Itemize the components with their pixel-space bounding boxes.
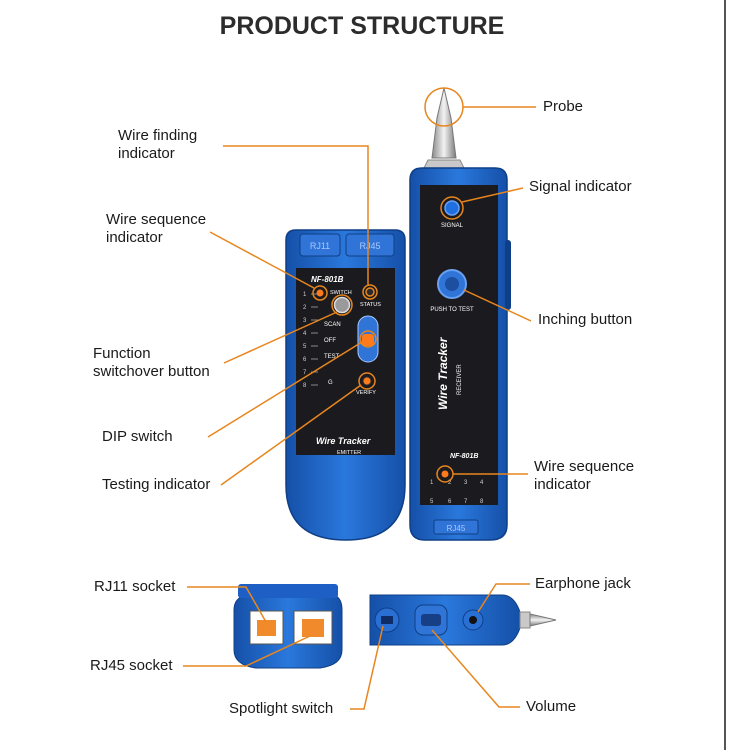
function-switch-line2: switchover button [93,363,210,380]
page-title: PRODUCT STRUCTURE [219,12,505,40]
emitter-rj11-text: RJ11 [310,241,330,251]
emitter-rj11-port [299,233,341,257]
earphone-jack-closeup [469,616,477,624]
emitter-rj45-port [345,233,395,257]
emitter-status-text: STATUS [360,302,381,308]
dip-switch-marker [359,330,377,348]
emitter-scan-text: SCAN [324,322,341,328]
receiver-pin-7: 7 [464,499,468,505]
receiver-device: SIGNAL PUSH TO TEST Wire Tracker RECEIVE… [409,87,511,541]
receiver-role-text: RECEIVER [457,364,463,395]
emitter-testing-led [362,376,372,386]
wire-sequence-left-line2: indicator [106,229,163,246]
sockets-closeup [233,584,343,669]
leader-lines [183,87,536,710]
emitter-switch-text: SWITCH [330,290,352,296]
probe-label: Probe [543,98,584,115]
function-button-marker [331,294,353,316]
emitter-brand-text: Wire Tracker [316,436,371,446]
wire-finding-label-line2: indicator [118,145,175,162]
receiver-pin-6: 6 [448,499,452,505]
emitter-model-text: NF-801B [311,275,344,284]
wire-finding-indicator-label: Wire finding indicator [118,127,197,163]
emitter-rj45-text: RJ45 [359,241,380,251]
rj45-socket-label: RJ45 socket [90,657,173,674]
receiver-probe-tip [431,87,457,159]
emitter-pin-5: 5 [303,344,307,350]
earphone-jack-label: Earphone jack [535,575,631,592]
receiver-pin-8: 8 [480,499,484,505]
wire-finding-label-line1: Wire finding [118,127,198,144]
wire-finding-marker [362,284,378,300]
dip-switch-label: DIP switch [102,428,173,445]
receiver-push-text: PUSH TO TEST [430,307,474,313]
emitter-switch-button[interactable] [333,296,351,314]
emitter-off-text: OFF [324,338,336,344]
receiver-pin-numbers: 1 2 3 4 5 6 7 8 [430,480,484,505]
wire-sequence-left-marker [312,285,328,301]
wire-sequence-left-line1: Wire sequence [106,211,207,228]
receiver-pin-2: 2 [448,480,452,486]
receiver-signal-led [444,200,460,216]
emitter-face [296,268,395,455]
emitter-pin-8: 8 [303,383,307,389]
emitter-pin-1: 1 [303,292,307,298]
emitter-pin-7: 7 [303,370,307,376]
rj11-socket-label: RJ11 socket [94,578,176,595]
wire-sequence-right-line2: indicator [534,476,591,493]
receiver-port-text: RJ45 [447,524,466,533]
emitter-pin-6: 6 [303,357,307,363]
testing-marker [358,372,376,390]
receiver-signal-text: SIGNAL [441,223,464,229]
receiver-pin-1: 1 [430,480,434,486]
emitter-slide-knob[interactable] [362,334,374,346]
right-border-line [724,0,726,750]
inching-button-label: Inching button [538,311,633,328]
signal-indicator-label: Signal indicator [529,178,632,195]
receiver-wire-sequence-led [441,470,449,478]
receiver-brand-text: Wire Tracker [436,336,450,410]
receiver-face [420,185,498,505]
function-switch-line1: Function [93,345,151,362]
emitter-device: RJ11 RJ45 NF-801B SWITCH STATUS 1 2 3 4 … [285,229,406,541]
emitter-role-text: EMITTER [337,450,361,456]
emitter-wire-sequence-led [316,289,324,297]
spotlight-switch-closeup [381,616,393,624]
emitter-status-led [365,287,375,297]
closeup-probe-tip [529,613,557,627]
emitter-verify-text: VERIFY [356,390,376,396]
emitter-pin-3: 3 [303,318,307,324]
receiver-pin-3: 3 [464,480,468,486]
receiver-pin-5: 5 [430,499,434,505]
emitter-pin-2: 2 [303,305,307,311]
emitter-pin-numbers: 1 2 3 4 5 6 7 8 [303,292,307,389]
receiver-pin-4: 4 [480,480,484,486]
spotlight-switch-label: Spotlight switch [229,700,334,717]
testing-indicator-label: Testing indicator [102,476,211,493]
volume-label: Volume [526,698,577,715]
wire-sequence-left-label: Wire sequence indicator [106,211,206,247]
emitter-g-text: G [328,380,333,386]
emitter-pin-4: 4 [303,331,307,337]
volume-wheel-closeup [421,614,441,626]
wire-sequence-right-label: Wire sequence indicator [534,458,634,494]
emitter-test-text: TEST [324,354,340,360]
signal-marker [440,196,464,220]
receiver-side-closeup [369,594,557,646]
function-switchover-label: Function switchover button [93,345,210,381]
wire-sequence-right-line1: Wire sequence [534,458,635,475]
receiver-model-text: NF-801B [450,453,478,460]
